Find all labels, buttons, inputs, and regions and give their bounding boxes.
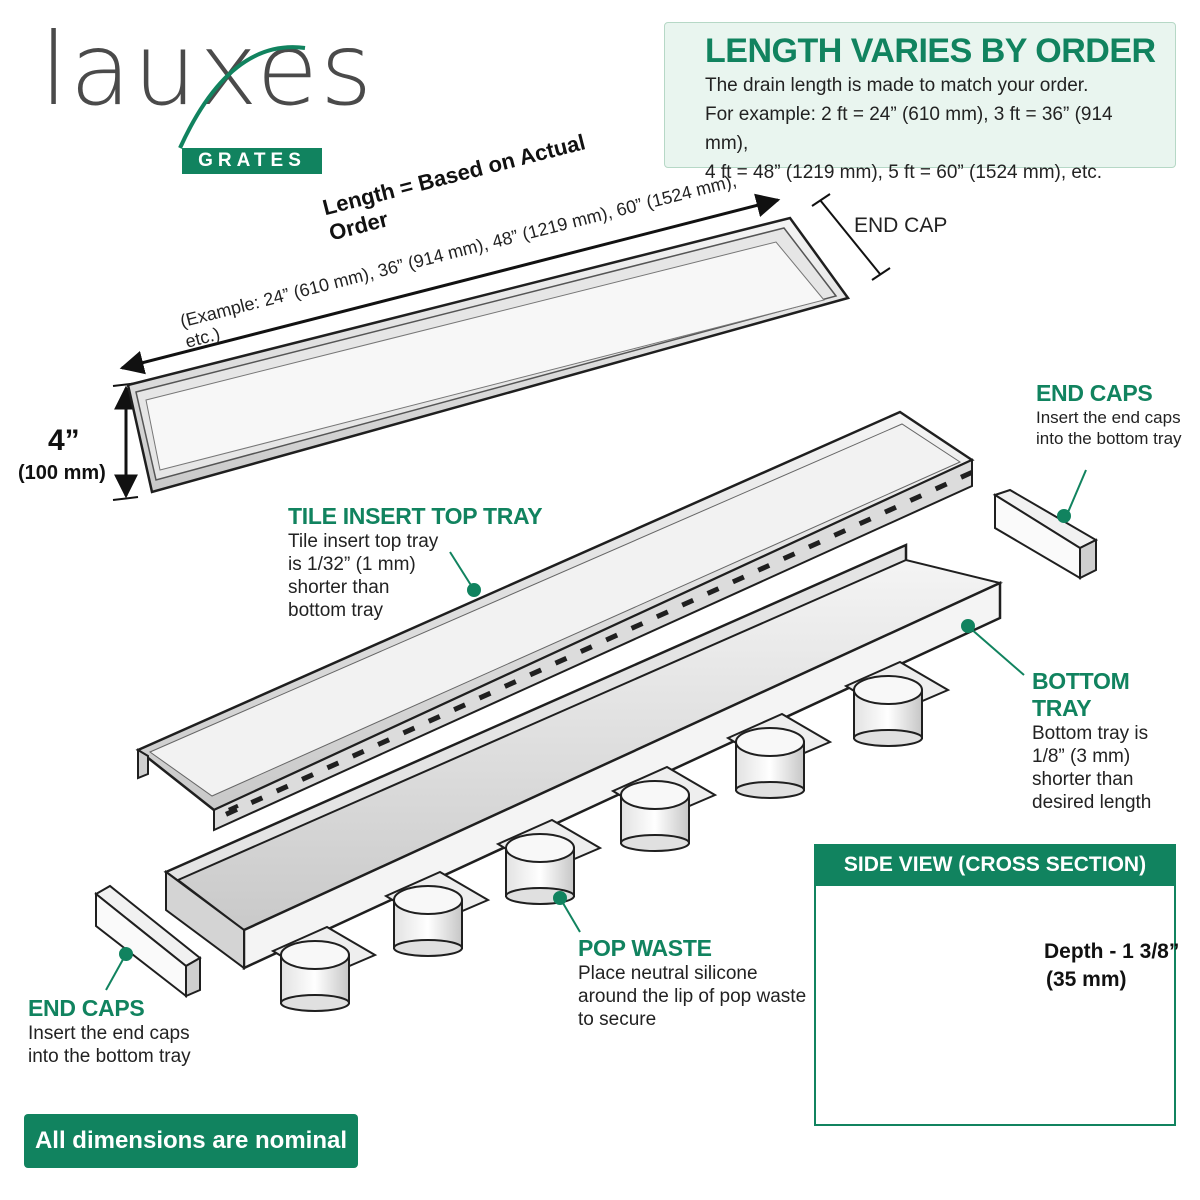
tray-slot [934,481,948,492]
tray-slot [503,679,517,689]
tray-slot [655,609,669,620]
end-caps-right-title: END CAPS [1036,380,1153,406]
tray-slot [757,563,771,573]
tray-slot [529,667,543,678]
tray-slot [554,656,568,666]
tray-slot [630,621,644,631]
tray-slot [275,783,289,794]
pop-waste-pipe [495,818,603,905]
bottom-tray-title: BOTTOM TRAY [1032,668,1130,721]
tray-slot [833,528,847,538]
tray-slot [377,737,391,747]
end-cap-piece-left [94,884,202,999]
end-cap-piece-right [992,488,1099,580]
tray-slot [731,574,745,585]
tray-slot [605,632,619,643]
length-info-box: LENGTH VARIES BY ORDER The drain length … [664,22,1176,183]
bottom-tray [163,543,1004,970]
top-tray-line: bottom tray [288,600,384,621]
tray-slot [909,493,923,503]
tray-slot [427,714,441,724]
pop-waste-line: around the lip of pop waste [578,986,807,1007]
leader-dot [467,583,481,597]
length-dimension-line [119,193,781,375]
brand-logo-tag: GRATES [182,148,322,174]
info-title: LENGTH VARIES BY ORDER [705,32,1156,70]
top-tray-line: Tile insert top tray [288,531,439,552]
side-view-title: SIDE VIEW (CROSS SECTION) [814,844,1176,886]
info-line: For example: 2 ft = 24” (610 mm), 3 ft =… [705,104,1113,154]
pop-waste-pipe [270,925,378,1012]
tray-slot [579,644,593,654]
pop-waste-pipe [843,660,951,747]
assembled-grate-top-view [126,216,851,494]
pop-waste-line: Place neutral silicone [578,963,758,984]
end-caps-right-callout: END CAPS Insert the end caps into the bo… [1036,380,1196,449]
tray-slot [326,760,340,771]
pop-waste-pipes [270,660,951,1012]
tray-slot [681,597,695,608]
top-tray-line: is 1/32” (1 mm) [288,554,416,575]
bottom-tray-line: 1/8” (3 mm) [1032,746,1131,767]
tray-slot [858,516,872,527]
info-line: 4 ft = 48” (1219 mm), 5 ft = 60” (1524 m… [705,162,1103,183]
pop-waste-pipe [383,870,491,957]
logo-swoosh [178,45,306,149]
top-tray-title: TILE INSERT TOP TRAY [288,503,543,529]
end-caps-left-line: Insert the end caps [28,1023,190,1044]
pop-waste-title: POP WASTE [578,935,712,961]
tray-slot [478,690,492,701]
nominal-dimensions-badge: All dimensions are nominal [24,1114,358,1168]
bottom-tray-callout: BOTTOM TRAY Bottom tray is 1/8” (3 mm) s… [1032,668,1192,814]
tray-slot [402,725,416,736]
tray-slot [883,504,897,515]
end-caps-right-line: into the bottom tray [1036,429,1182,448]
pop-waste-pipe [725,712,833,799]
tray-slot [225,807,238,817]
bottom-tray-line: desired length [1032,792,1152,813]
end-cap-label: END CAP [854,214,948,237]
tray-slot [301,772,315,782]
tray-slot [351,749,365,759]
pop-waste-callout: POP WASTE Place neutral silicone around … [578,935,818,1031]
leader-dot [961,619,975,633]
leader-dot [119,947,133,961]
end-caps-left-title: END CAPS [28,995,145,1021]
tile-insert-top-tray [135,410,975,832]
pop-waste-line: to secure [578,1009,657,1030]
depth-label: Depth - 1 3/8” [1044,940,1180,963]
pop-waste-pipe [610,765,718,852]
depth-metric: (35 mm) [1046,968,1127,991]
leader-dot [1057,509,1071,523]
width-value: 4” [48,424,80,457]
end-caps-right-line: Insert the end caps [1036,408,1181,427]
leader-dot [553,891,567,905]
info-line: The drain length is made to match your o… [705,75,1089,96]
end-caps-left-line: into the bottom tray [28,1046,191,1067]
width-metric: (100 mm) [18,462,106,484]
tray-slot [453,702,467,712]
bottom-tray-line: Bottom tray is [1032,723,1149,744]
side-view-panel [814,844,1176,1126]
top-tray-callout: TILE INSERT TOP TRAY Tile insert top tra… [288,503,548,622]
bottom-tray-line: shorter than [1032,769,1134,790]
tray-slot [960,470,973,480]
end-cap-bracket [819,199,881,275]
tray-slot [807,539,821,550]
tray-slot [250,795,264,805]
end-caps-left-callout: END CAPS Insert the end caps into the bo… [28,995,248,1068]
tray-slot [782,551,796,561]
top-tray-line: shorter than [288,577,390,598]
tray-slot [706,586,720,596]
